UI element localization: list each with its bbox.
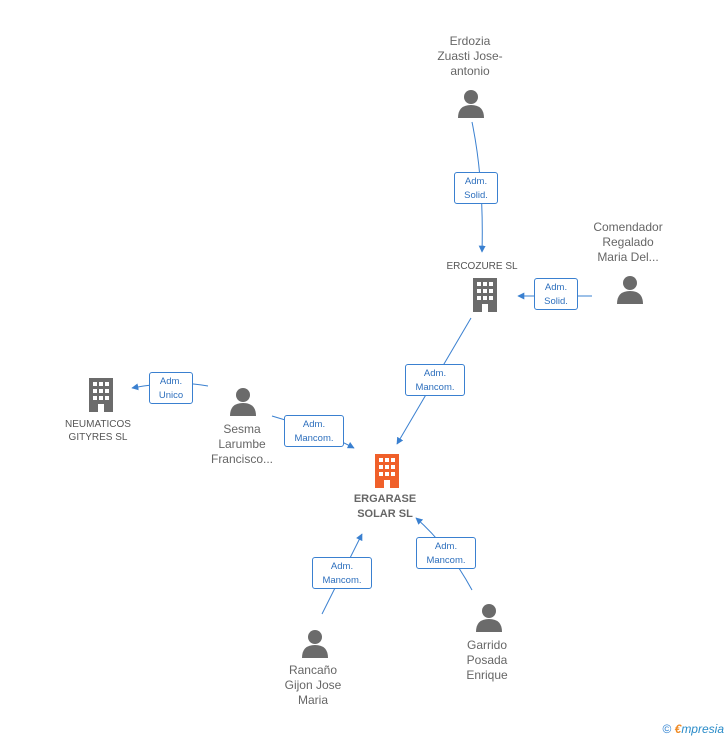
node-neumaticos[interactable]: NEUMATICOS GITYRES SL [48,418,148,444]
node-label: ERCOZURE SL [446,261,518,272]
edge-label-garrido-ergarase: Adm. Mancom. [416,537,476,569]
building-main-icon [375,454,399,488]
brand-footer: © €mpresia [662,722,724,736]
edge-label-sesma-ergarase: Adm. Mancom. [284,415,344,447]
edge-label-line2: Mancom. [322,575,362,586]
edge-label-line2: Mancom. [294,433,334,444]
edge-label-line2: Solid. [544,296,568,307]
edge-label-sesma-neumaticos: Adm. Unico [149,372,193,404]
brand-logo-e: € [674,722,682,736]
node-erdozia[interactable]: Erdozia Zuasti Jose- antonio [420,34,520,79]
edge-label-ercozure-ergarase: Adm. Mancom. [405,364,465,396]
node-label: ERGARASE SOLAR SL [353,493,417,520]
edge-label-line1: Adm. [464,176,488,187]
edge-label-rancano-ergarase: Adm. Mancom. [312,557,372,589]
node-garrido[interactable]: Garrido Posada Enrique [437,638,537,683]
node-ercozure[interactable]: ERCOZURE SL [432,260,532,273]
node-label: NEUMATICOS GITYRES SL [65,419,131,443]
node-label: Sesma Larumbe Francisco... [210,422,273,466]
copyright-icon: © [662,722,672,736]
person-icon [302,630,328,658]
person-icon [476,604,502,632]
edge-label-line1: Adm. [302,419,326,430]
building-icon [473,278,497,312]
person-icon [617,276,643,304]
edge-label-line1: Adm. [330,561,354,572]
node-rancano[interactable]: Rancaño Gijon Jose Maria [263,663,363,708]
edge-label-line1: Adm. [544,282,568,293]
node-label: Comendador Regalado Maria Del... [593,220,663,264]
edge-label-comendador-ercozure: Adm. Solid. [534,278,578,310]
edge-label-line2: Solid. [464,190,488,201]
building-icon [89,378,113,412]
edge-label-line1: Adm. [423,368,447,379]
node-sesma[interactable]: Sesma Larumbe Francisco... [192,422,292,467]
edge-label-line2: Unico [158,390,184,401]
edge-label-line2: Mancom. [426,555,466,566]
node-label: Rancaño Gijon Jose Maria [284,663,342,707]
node-ergarase[interactable]: ERGARASE SOLAR SL [335,492,435,522]
edge-label-line1: Adm. [159,376,183,387]
node-label: Garrido Posada Enrique [466,638,508,682]
edge-label-line2: Mancom. [415,382,455,393]
brand-logo-text: mpresia [681,722,724,736]
person-icon [458,90,484,118]
node-label: Erdozia Zuasti Jose- antonio [437,34,503,78]
person-icon [230,388,256,416]
edge-label-erdozia-ercozure: Adm. Solid. [454,172,498,204]
node-comendador[interactable]: Comendador Regalado Maria Del... [578,220,678,265]
edge-label-line1: Adm. [434,541,458,552]
